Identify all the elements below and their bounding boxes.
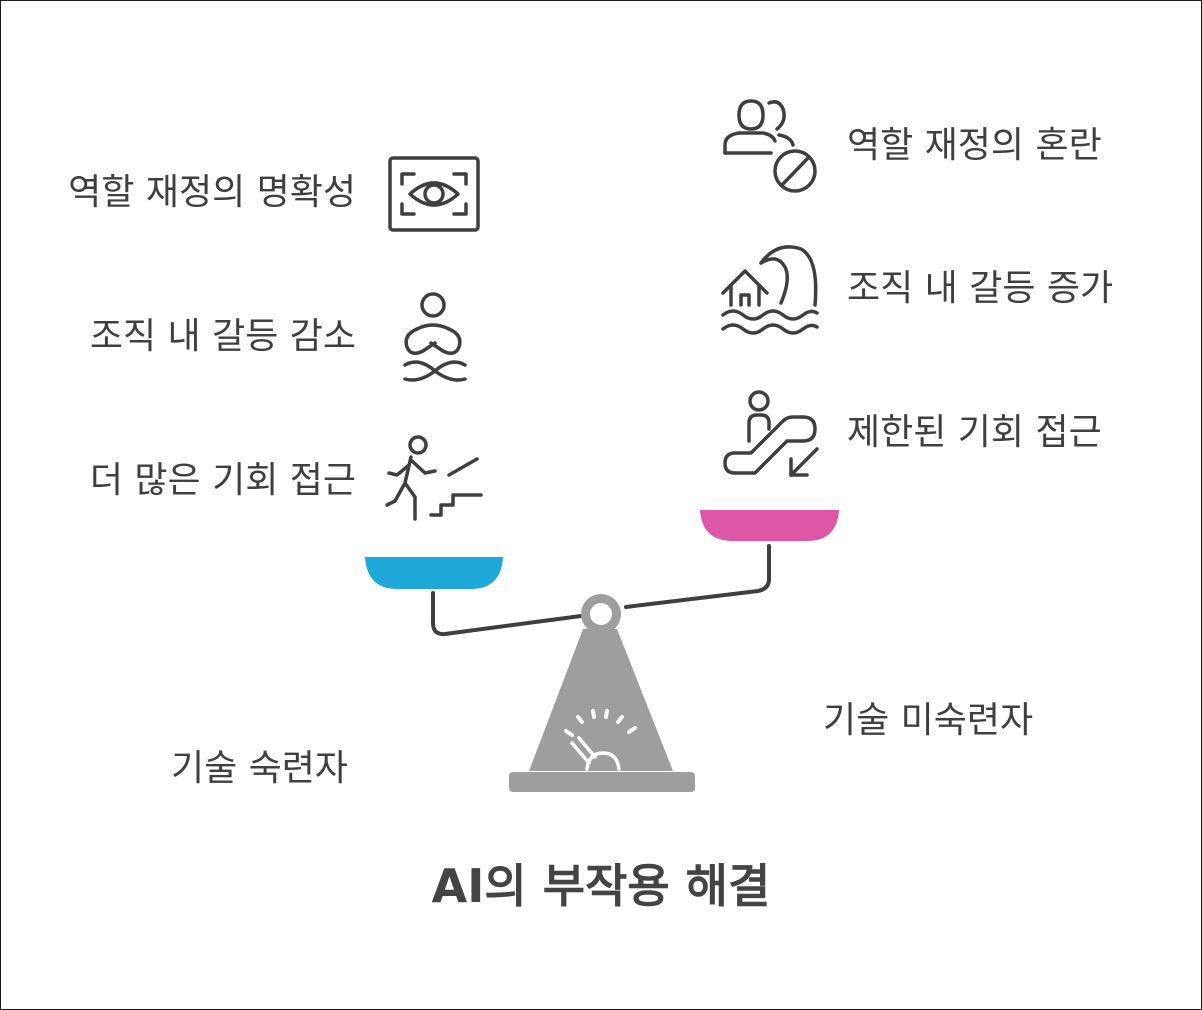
right-hanger bbox=[624, 544, 771, 609]
right-pan bbox=[700, 510, 839, 541]
right-item-label-1: 역할 재정의 혼란 bbox=[847, 125, 1102, 166]
scale-base bbox=[509, 772, 695, 792]
eye-icon bbox=[388, 156, 480, 232]
users-blocked-icon bbox=[723, 99, 817, 193]
diagram-title: AI의 부작용 해결 bbox=[431, 859, 771, 913]
fulcrum bbox=[529, 629, 673, 771]
left-item-label-3: 더 많은 기회 접근 bbox=[89, 460, 356, 501]
meditation-icon bbox=[403, 292, 467, 382]
climbing-stairs-icon bbox=[385, 435, 483, 521]
right-item-label-3: 제한된 기회 접근 bbox=[847, 412, 1102, 453]
left-item-label-2: 조직 내 갈등 감소 bbox=[89, 316, 356, 357]
left-hanger bbox=[431, 591, 583, 637]
left-pan bbox=[365, 557, 503, 589]
left-item-label-1: 역할 재정의 명확성 bbox=[68, 172, 356, 213]
escalator-down-icon bbox=[723, 390, 819, 477]
right-group-label: 기술 미숙련자 bbox=[823, 700, 1034, 741]
right-item-label-2: 조직 내 갈등 증가 bbox=[847, 268, 1114, 309]
gauge-icon bbox=[564, 709, 637, 771]
left-group-label: 기술 숙련자 bbox=[171, 748, 349, 789]
wave-house-icon bbox=[721, 245, 819, 335]
